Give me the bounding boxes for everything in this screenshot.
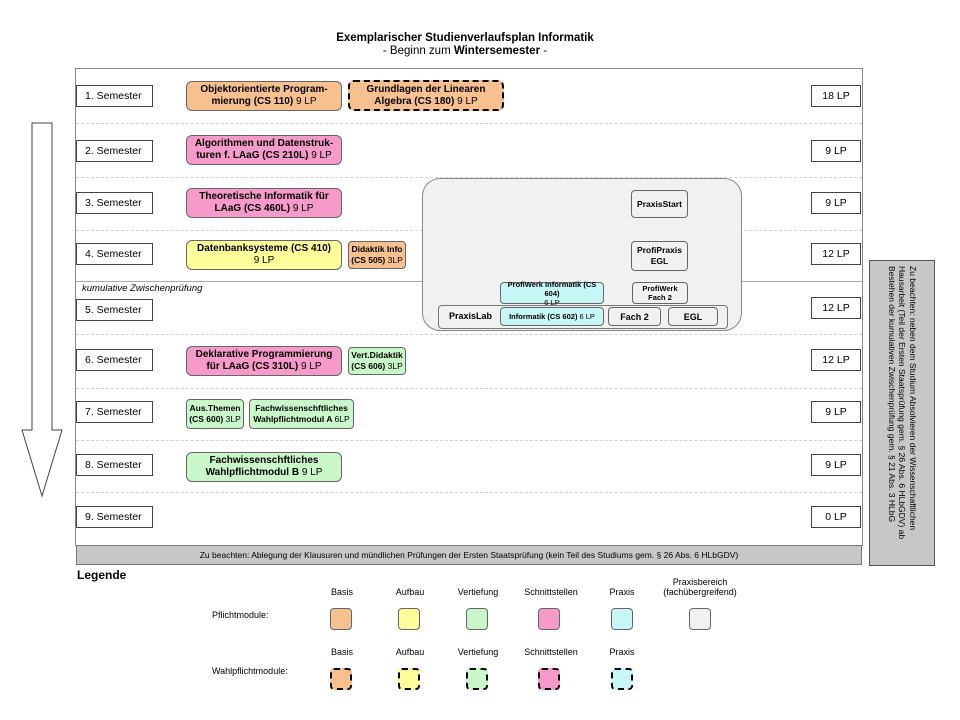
legend-box-wp-schnittstellen <box>538 668 560 690</box>
semester-label-5: 5. Semester <box>76 299 153 321</box>
legend-head-praxis-2: Praxis <box>609 647 635 657</box>
legend-box-pflicht-aufbau <box>398 608 420 630</box>
semester-label-2: 2. Semester <box>76 140 153 162</box>
semester-label-3: 3. Semester <box>76 192 153 214</box>
module-deklarative-programmierung: Deklarative Programmierung für LAaG (CS … <box>186 346 342 376</box>
semester-label-7: 7. Semester <box>76 401 153 423</box>
semester-label-1: 1. Semester <box>76 85 153 107</box>
legend-box-pflicht-praxisbereich <box>689 608 711 630</box>
praxisstart-module: PraxisStart <box>631 190 688 218</box>
page-title: Exemplarischer Studienverlaufsplan Infor… <box>336 32 594 44</box>
legend-head-aufbau-2: Aufbau <box>395 647 425 657</box>
module-wahlpflicht-b: Fachwissenschftliches Wahlpflichtmodul B… <box>186 452 342 482</box>
semester-lp-8: 9 LP <box>811 454 861 476</box>
row-divider <box>76 123 862 124</box>
row-divider <box>76 334 862 335</box>
row-divider <box>76 440 862 441</box>
semester-label-4: 4. Semester <box>76 243 153 265</box>
semester-lp-6: 12 LP <box>811 349 861 371</box>
legend-box-pflicht-praxis <box>611 608 633 630</box>
praxislab-informatik-module: Informatik (CS 602)6 LP <box>500 307 604 326</box>
legend-box-wp-aufbau <box>398 668 420 690</box>
legend-row-wahlpflicht-label: Wahlpflichtmodule: <box>212 666 288 676</box>
module-oop: Objektorientierte Program-mierung (CS 11… <box>186 81 342 111</box>
legend-head-praxis: Praxis <box>609 587 635 597</box>
legend-title: Legende <box>77 568 127 582</box>
down-arrow-icon <box>21 122 63 498</box>
legend-box-pflicht-basis <box>330 608 352 630</box>
legend-head-basis: Basis <box>330 587 353 597</box>
legend-box-pflicht-vertiefung <box>466 608 488 630</box>
legend-head-schnittstellen: Schnittstellen <box>524 587 578 597</box>
zwischenpruefung-label: kumulative Zwischenprüfung <box>82 283 203 294</box>
profipraxis-module: ProfiPraxis EGL <box>631 241 688 271</box>
legend-head-praxisbereich: Praxisbereich (fachübergreifend) <box>663 577 737 597</box>
semester-label-8: 8. Semester <box>76 454 153 476</box>
semester-label-6: 6. Semester <box>76 349 153 371</box>
module-datenbanksysteme: Datenbanksysteme (CS 410)9 LP <box>186 240 342 270</box>
row-divider <box>76 388 862 389</box>
praxislab-fach2-module: Fach 2 <box>608 307 661 326</box>
module-didaktik-info: Didaktik Info (CS 505) 3LP <box>348 241 406 269</box>
side-note-text: Zu beachten: neben dem Studium Absolvier… <box>886 266 918 540</box>
semester-label-9: 9. Semester <box>76 506 153 528</box>
module-aus-themen: Aus.Themen (CS 600) 3LP <box>186 399 244 429</box>
legend-box-pflicht-schnittstellen <box>538 608 560 630</box>
legend-box-wp-praxis <box>611 668 633 690</box>
legend-box-wp-vertiefung <box>466 668 488 690</box>
row-divider <box>76 177 862 178</box>
side-note: Zu beachten: neben dem Studium Absolvier… <box>869 260 935 566</box>
legend-head-vertiefung: Vertiefung <box>457 587 499 597</box>
semester-lp-5: 12 LP <box>811 297 861 319</box>
module-algorithmen: Algorithmen und Datenstruk-turen f. LAaG… <box>186 135 342 165</box>
semester-lp-7: 9 LP <box>811 401 861 423</box>
module-wahlpflicht-a: Fachwissenschftliches Wahlpflichtmodul A… <box>249 399 354 429</box>
module-lineare-algebra: Grundlagen der Linearen Algebra (CS 180)… <box>348 80 504 111</box>
row-divider <box>76 492 862 493</box>
praxislab-egl-module: EGL <box>668 307 718 326</box>
semester-lp-1: 18 LP <box>811 85 861 107</box>
bottom-note: Zu beachten: Ablegung der Klausuren und … <box>76 545 862 565</box>
legend-box-wp-basis <box>330 668 352 690</box>
semester-lp-9: 0 LP <box>811 506 861 528</box>
profiwerk-fach2-module: ProfiWerk Fach 2 <box>632 282 688 304</box>
legend-row-pflicht-label: Pflichtmodule: <box>212 610 269 620</box>
legend-head-aufbau: Aufbau <box>395 587 425 597</box>
module-theoretische-informatik: Theoretische Informatik für LAaG (CS 460… <box>186 188 342 218</box>
legend-head-basis-2: Basis <box>330 647 353 657</box>
legend-head-vertiefung-2: Vertiefung <box>457 647 499 657</box>
legend-head-schnittstellen-2: Schnittstellen <box>524 647 578 657</box>
semester-lp-3: 9 LP <box>811 192 861 214</box>
praxislab-label: PraxisLab <box>449 311 493 321</box>
module-vert-didaktik: Vert.Didaktik (CS 606) 3LP <box>348 347 406 375</box>
page-subtitle: - Beginn zum Wintersemester - <box>382 45 548 57</box>
profiwerk-informatik-module: ProfiWerk Informatik (CS 604)6 LP <box>500 280 604 307</box>
semester-lp-2: 9 LP <box>811 140 861 162</box>
semester-lp-4: 12 LP <box>811 243 861 265</box>
